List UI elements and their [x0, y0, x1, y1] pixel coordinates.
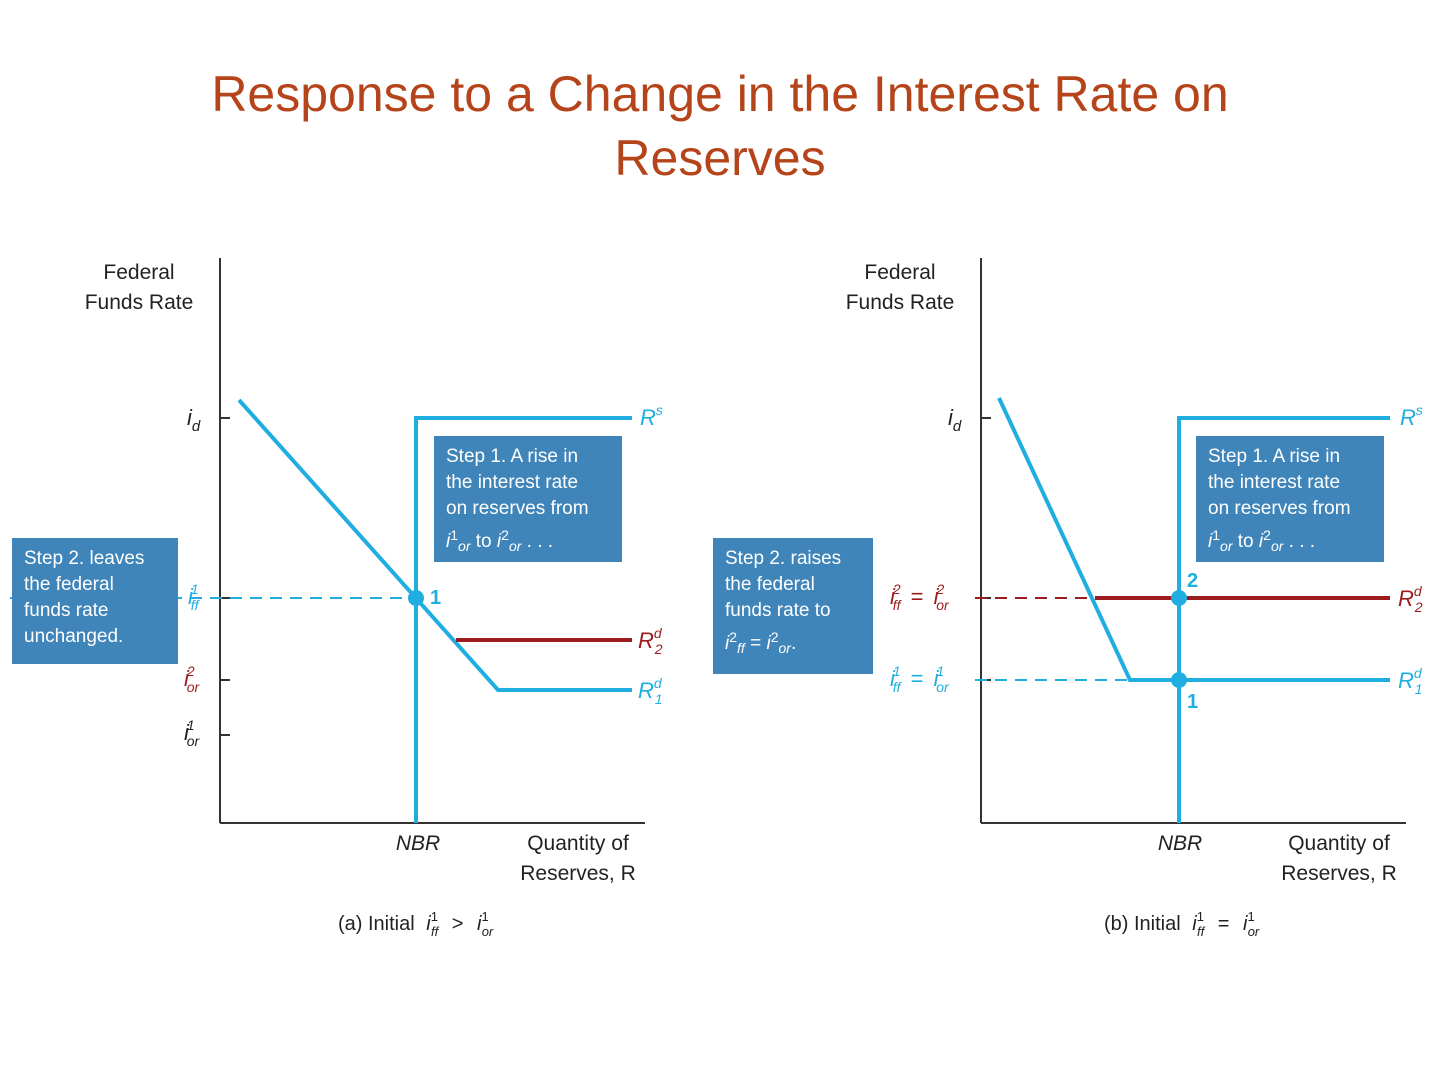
panel-a-step-1-box: Step 1. A rise in the interest rate on r…: [434, 436, 622, 562]
panel-a-step-2-box: Step 2. leaves the federal funds rate un…: [12, 538, 178, 664]
panel-a-label-id: id: [187, 405, 201, 435]
panel-b-y-axis-label-1: Federal: [864, 261, 935, 284]
panel-b-nbr-label: NBR: [1158, 832, 1202, 855]
panel-a-step-2-line-1: Step 2. leaves: [24, 548, 145, 569]
panel-b-equilibrium-point-2: [1171, 590, 1187, 606]
panel-a-x-axis-label-1: Quantity of: [527, 832, 629, 855]
panel-a-step-1-line-3: on reserves from: [446, 498, 589, 519]
panel-a-y-axis-label-1: Federal: [103, 261, 174, 284]
panel-b-y-axis-label-2: Funds Rate: [846, 291, 955, 314]
panel-a-step-1-line-2: the interest rate: [446, 472, 579, 493]
slide-title: Response to a Change in the Interest Rat…: [0, 62, 1440, 190]
panel-a: Federal Funds Rate Quantity of Reserves,…: [10, 258, 663, 941]
panel-b: Federal Funds Rate Quantity of Reserves,…: [846, 258, 1423, 941]
panel-b-point-2-label: 2: [1187, 570, 1198, 592]
panel-a-demand-curve-rd1: [237, 398, 632, 692]
panel-a-step-2-line-4: unchanged.: [24, 626, 124, 647]
panel-a-step-2-line-3: funds rate: [24, 600, 109, 621]
panel-b-step-1-line-1: Step 1. A rise in: [1208, 446, 1341, 467]
panel-b-step-2-line-2: the federal: [725, 574, 815, 595]
panel-a-step-1-line-1: Step 1. A rise in: [446, 446, 579, 467]
panel-b-point-1-label: 1: [1187, 691, 1198, 713]
slide-title-line-2: Reserves: [614, 130, 826, 186]
panel-b-step-1-line-2: the interest rate: [1208, 472, 1341, 493]
panel-a-step-2-line-2: the federal: [24, 574, 114, 595]
panel-a-nbr-label: NBR: [396, 832, 440, 855]
slide-title-line-1: Response to a Change in the Interest Rat…: [211, 66, 1229, 122]
panel-b-step-2-line-3: funds rate to: [725, 600, 831, 621]
panel-b-x-axis-label-2: Reserves, R: [1281, 862, 1397, 885]
panel-b-equilibrium-point-1: [1171, 672, 1187, 688]
panel-a-rs-label: Rs: [640, 402, 663, 430]
panel-b-step-2-line-1: Step 2. raises: [725, 548, 842, 569]
panel-a-x-axis-label-2: Reserves, R: [520, 862, 636, 885]
panel-b-demand-curve-rd1: [997, 397, 1390, 682]
panel-b-step-1-line-4: i1or to i2or . . .: [1208, 527, 1316, 554]
panel-b-step-1-box: Step 1. A rise in the interest rate on r…: [1196, 436, 1384, 562]
panel-a-supply-curve-rs: [414, 416, 632, 823]
panel-b-step-1-line-3: on reserves from: [1208, 498, 1351, 519]
panel-b-label-id: id: [948, 405, 962, 435]
panel-a-y-axis-label-2: Funds Rate: [85, 291, 194, 314]
panel-b-rs-label: Rs: [1400, 402, 1423, 430]
panel-a-step-1-line-4: i1or to i2or . . .: [446, 527, 554, 554]
panel-b-x-axis-label-1: Quantity of: [1288, 832, 1390, 855]
panel-b-step-2-line-4: i2ff = i2or.: [725, 629, 797, 656]
panel-a-equilibrium-point-1: [408, 590, 424, 606]
panel-a-point-1-label: 1: [430, 587, 441, 609]
panel-b-step-2-box: Step 2. raises the federal funds rate to…: [713, 538, 873, 674]
